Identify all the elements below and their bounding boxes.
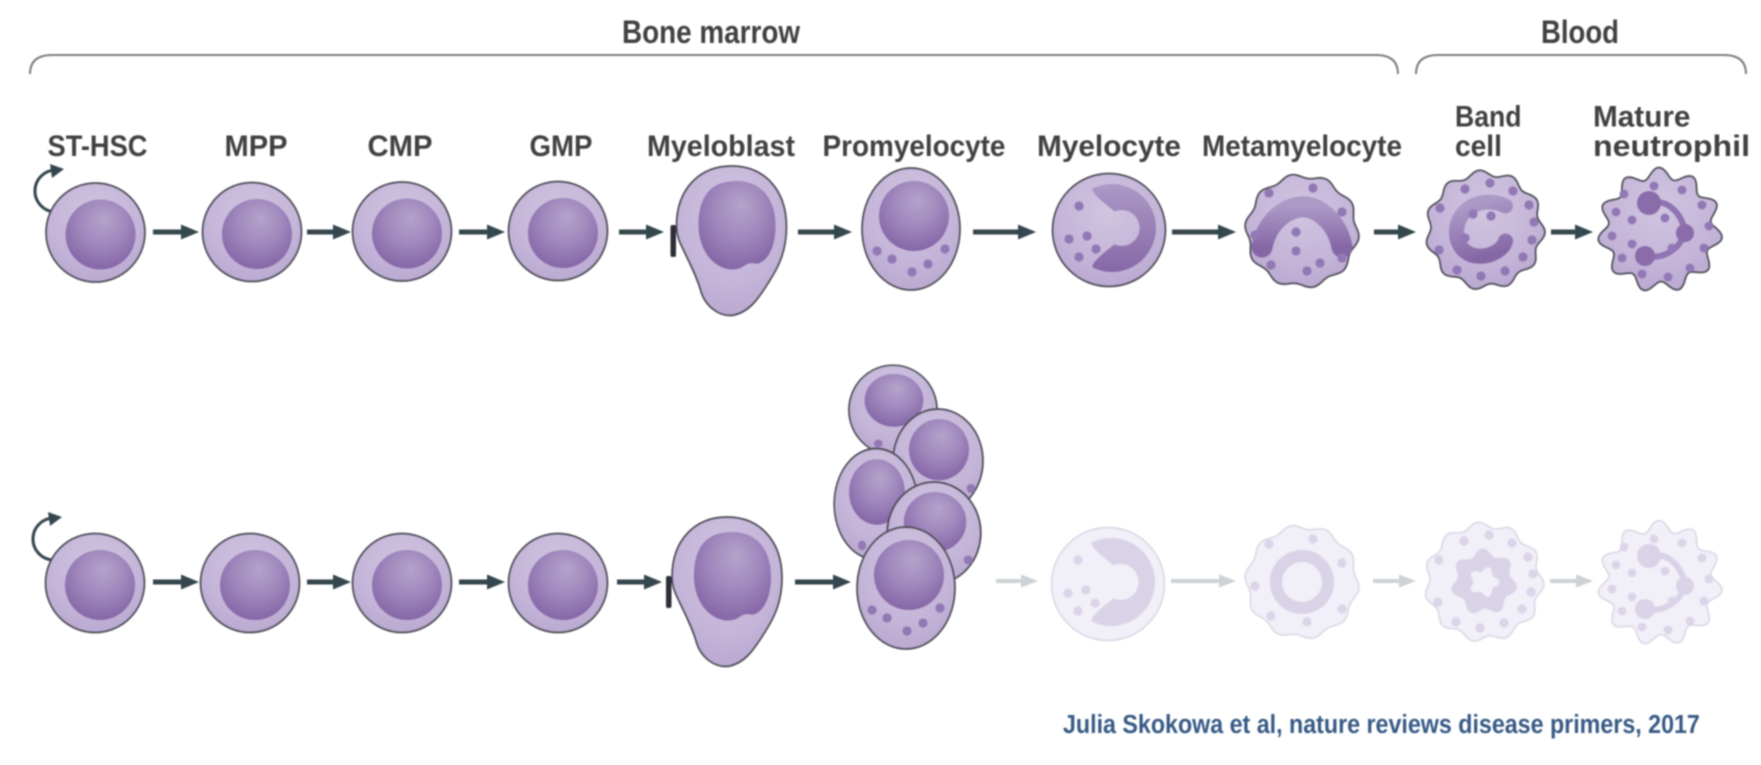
svg-text:GMP: GMP xyxy=(530,130,593,163)
svg-text:Metamyelocyte: Metamyelocyte xyxy=(1202,130,1402,163)
svg-text:neutrophil: neutrophil xyxy=(1593,129,1750,163)
svg-text:Myelocyte: Myelocyte xyxy=(1037,130,1181,163)
svg-text:ST-HSC: ST-HSC xyxy=(48,130,148,163)
svg-text:CMP: CMP xyxy=(368,130,433,163)
svg-text:cell: cell xyxy=(1455,130,1502,163)
svg-text:Blood: Blood xyxy=(1541,15,1619,50)
svg-text:Myeloblast: Myeloblast xyxy=(647,129,795,163)
svg-text:Bone marrow: Bone marrow xyxy=(622,15,801,50)
svg-text:Julia Skokowa et al, nature re: Julia Skokowa et al, nature reviews dise… xyxy=(1063,711,1700,739)
svg-text:Mature: Mature xyxy=(1593,100,1690,133)
svg-text:Promyelocyte: Promyelocyte xyxy=(823,130,1006,163)
svg-text:Band: Band xyxy=(1455,100,1521,134)
svg-text:MPP: MPP xyxy=(225,130,288,164)
